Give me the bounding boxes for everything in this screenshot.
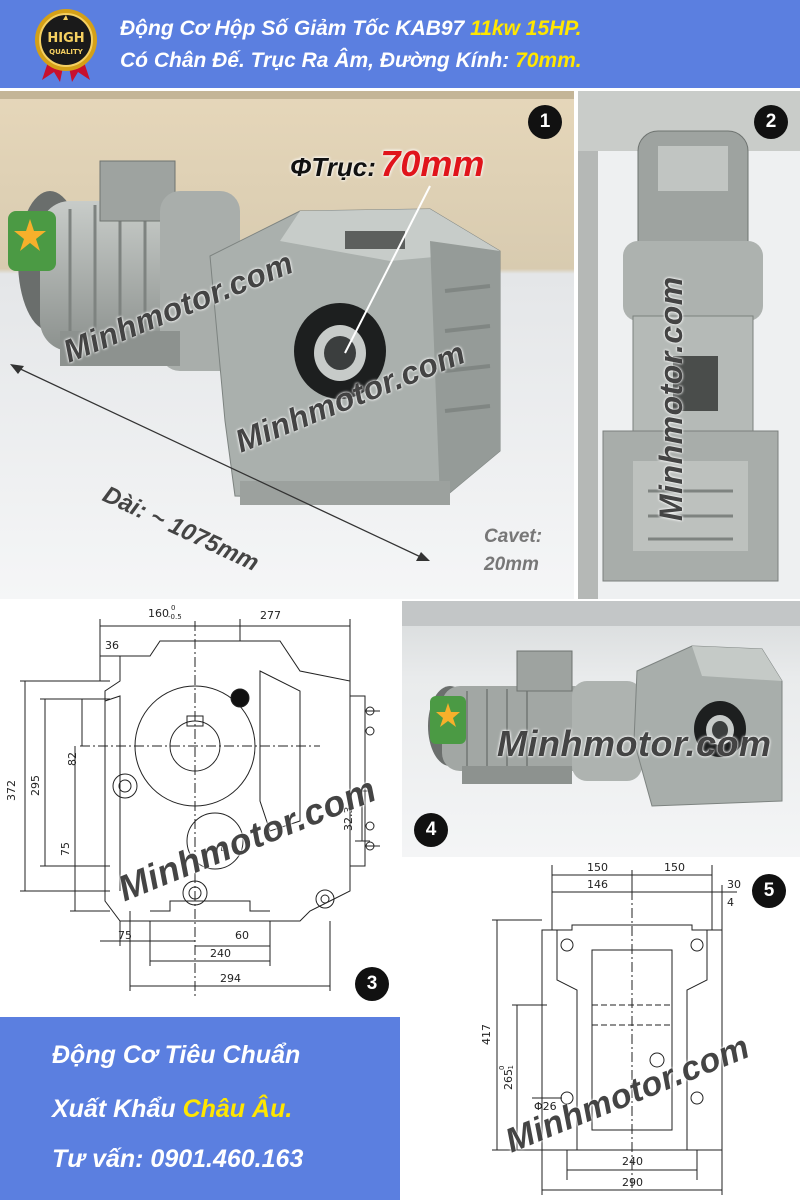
dim-150-left: 150	[587, 861, 608, 874]
title-line-2: Có Chân Đế. Trục Ra Âm, Đường Kính: 70mm…	[120, 49, 582, 72]
header-banner: HIGH QUALITY Động Cơ Hộp Số Giảm Tốc KAB…	[0, 0, 800, 88]
title-line-1: Động Cơ Hộp Số Giảm Tốc KAB97 11kw 15HP.	[120, 17, 582, 40]
dim-82: 82	[66, 752, 79, 766]
badge-top-text: HIGH	[47, 31, 84, 46]
dim-265-sub: -1	[507, 1065, 515, 1072]
badge-bottom-text: QUALITY	[49, 48, 84, 56]
drawing-panel-5: 150 150 146 30 4 417 265 0 -1 Φ26 240 29…	[402, 860, 800, 1200]
dim-160-sup: 0	[171, 604, 175, 612]
dim-265-sup: 0	[498, 1066, 506, 1070]
dim-146: 146	[587, 878, 608, 891]
dim-60: 60	[235, 929, 249, 942]
panel-1-number: 1	[528, 105, 562, 139]
photo-panel-4: 4 Minhmotor.com	[402, 601, 800, 857]
dim-32-3: 32.3	[342, 807, 355, 832]
panel-2-number: 2	[754, 105, 788, 139]
high-quality-badge-icon: HIGH QUALITY	[28, 6, 104, 82]
bottom-line-3-phone: Tư vấn: 0901.460.163	[52, 1145, 304, 1173]
dim-265: 265	[502, 1069, 515, 1090]
dim-150-right: 150	[664, 861, 685, 874]
dim-294: 294	[220, 972, 241, 985]
dim-160-sub: -0.5	[168, 613, 182, 621]
dim-240: 240	[210, 947, 231, 960]
panel-5-number: 5	[752, 874, 786, 908]
dim-295: 295	[29, 775, 42, 796]
cavet-label: Cavet: 20mm	[484, 526, 543, 575]
bottom-line-1: Động Cơ Tiêu Chuẩn	[52, 1041, 301, 1069]
bottom-line-2: Xuất Khẩu Châu Âu.	[52, 1095, 293, 1123]
panel-4-number: 4	[414, 813, 448, 847]
watermark-panel-2: Minhmotor.com	[653, 276, 689, 521]
dim-277: 277	[260, 609, 281, 622]
bottom-info-panel: Động Cơ Tiêu Chuẩn Xuất Khẩu Châu Âu. Tư…	[0, 1017, 400, 1200]
photo-panel-1: 1 ΦTrục: 70mm Dài: ~ 1075mm Cavet: 20mm …	[0, 91, 574, 599]
dim-75-horizontal: 75	[118, 929, 132, 942]
dim-4: 4	[727, 896, 734, 909]
panel-3-number: 3	[355, 967, 389, 1001]
shaft-label: ΦTrục: 70mm	[290, 143, 485, 184]
dim-phi-26: Φ26	[534, 1100, 557, 1113]
drawing-panel-3: 160 0 -0.5 277 36 82 372 295 75 32.3 75 …	[0, 601, 400, 1014]
watermark-panel-4: Minhmotor.com	[497, 723, 772, 764]
dim-372: 372	[5, 780, 18, 801]
dim-290: 290	[622, 1176, 643, 1189]
dim-75-vertical: 75	[59, 842, 72, 856]
dim-30: 30	[727, 878, 741, 891]
dim-160: 160	[148, 607, 169, 620]
dim-36: 36	[105, 639, 119, 652]
dim-b-label: B	[220, 841, 228, 854]
photo-panel-2: 2 Minhmotor.com	[578, 91, 800, 599]
dim-417: 417	[480, 1024, 493, 1045]
dim-240-p5: 240	[622, 1155, 643, 1168]
